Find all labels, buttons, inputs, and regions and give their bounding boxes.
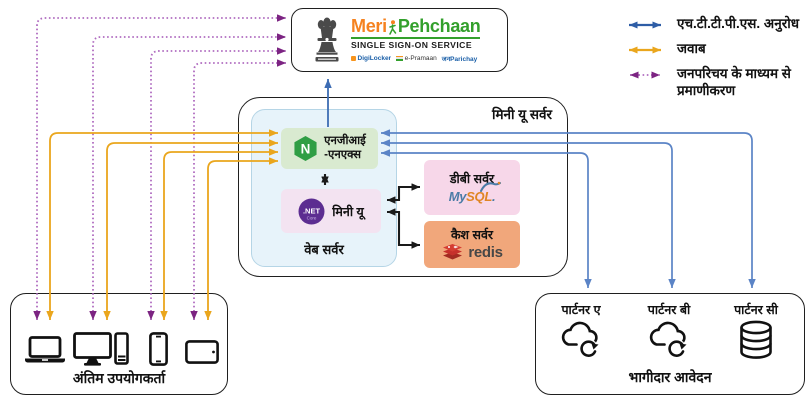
sso-underline — [351, 37, 481, 40]
partner-b: पार्टनर बी — [624, 301, 714, 360]
cache-server-label: कैश सर्वर — [450, 228, 494, 243]
auth-arrow-icon — [630, 71, 660, 79]
partner-b-label: पार्टनर बी — [647, 303, 691, 317]
legend-label-https: एच.टी.टी.पी.एस. अनुरोध — [677, 16, 800, 31]
digilocker-logo: DigiLocker — [351, 55, 391, 62]
tablet-icon — [185, 340, 219, 364]
partners-box: पार्टनर ए पार्टनर बी पार्टनर सी — [535, 293, 805, 395]
svg-text:.NET: .NET — [303, 206, 321, 215]
mini-u-server-label: मिनी यू सर्वर — [491, 107, 552, 122]
legend: एच.टी.टी.पी.एस. अनुरोध जवाब जनपरिचय के म… — [622, 16, 812, 100]
janparichay-logo: जनParichay — [441, 55, 478, 63]
desktop-icon — [73, 332, 129, 366]
svg-text:Core: Core — [307, 215, 317, 220]
sso-service-box: Meri Pehchaan SINGLE SIGN-ON SERVICE Dig… — [291, 8, 508, 72]
partner-a-label: पार्टनर ए — [561, 303, 601, 317]
response-arrow-icon — [629, 46, 661, 54]
mysql-dolphin-icon — [480, 181, 502, 192]
india-flag-icon — [396, 55, 404, 61]
mysql-logo: MySQL. — [449, 181, 502, 205]
ashoka-emblem-icon — [315, 17, 339, 62]
legend-item-response: जवाब — [622, 41, 812, 58]
epramaan-logo: e-Pramaan — [396, 55, 437, 62]
legend-label-auth: जनपरिचय के माध्यम से प्रमाणीकरण — [677, 65, 791, 98]
partner-c-label: पार्टनर सी — [734, 303, 778, 317]
https-arrow-icon — [629, 21, 661, 29]
redis-label: redis — [468, 243, 503, 261]
sso-title: Meri Pehchaan — [351, 16, 481, 37]
web-server-label: वेब सर्वर — [304, 242, 344, 257]
end-users-label: अंतिम उपयोगकर्ता — [72, 370, 166, 386]
cloud-sync-icon — [561, 321, 599, 360]
end-users-box: अंतिम उपयोगकर्ता — [10, 293, 228, 395]
sso-text-block: Meri Pehchaan SINGLE SIGN-ON SERVICE Dig… — [351, 16, 481, 63]
partner-c: पार्टनर सी — [711, 301, 801, 360]
legend-item-https: एच.टी.टी.पी.एस. अनुरोध — [622, 16, 812, 33]
sso-subtitle: SINGLE SIGN-ON SERVICE — [351, 40, 473, 51]
nginx-node: N एनजीआई -एनएक्स — [281, 128, 378, 169]
cloud-sync-icon — [649, 321, 687, 360]
sso-title-meri: Meri — [351, 16, 387, 37]
legend-item-auth: जनपरिचय के माध्यम से प्रमाणीकरण — [622, 66, 812, 100]
nginx-icon: N — [294, 136, 317, 161]
legend-label-response: जवाब — [677, 40, 706, 56]
redis-icon — [443, 243, 463, 260]
smartphone-icon — [149, 332, 168, 366]
partner-a: पार्टनर ए — [536, 301, 626, 360]
redis-logo: redis — [441, 243, 503, 262]
svg-text:N: N — [301, 141, 311, 156]
digilocker-icon — [351, 55, 356, 61]
runner-icon — [389, 20, 397, 36]
cache-server-node: कैश सर्वर redis — [424, 221, 520, 268]
mini-u-node: .NET Core मिनी यू — [281, 189, 381, 233]
dotnet-core-icon: .NET Core — [298, 198, 325, 224]
database-icon — [740, 320, 772, 359]
laptop-icon — [25, 336, 65, 363]
sso-title-pehchaan: Pehchaan — [397, 16, 481, 37]
db-server-node: डीबी सर्वर MySQL. — [424, 160, 520, 215]
sso-partner-logos: DigiLocker e-Pramaan जनParichay — [351, 54, 480, 63]
nginx-label: एनजीआई -एनएक्स — [324, 135, 366, 161]
partners-label: भागीदार आवेदन — [628, 369, 712, 385]
mini-u-label: मिनी यू — [332, 204, 364, 219]
